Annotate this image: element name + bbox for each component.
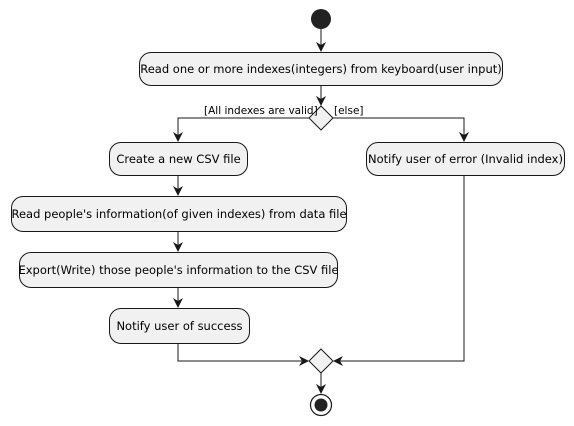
- start-node: [311, 9, 331, 29]
- activity-create-csv-label: Create a new CSV file: [116, 152, 241, 166]
- edge-success-to-merge: [177, 344, 309, 366]
- activity-export-info-label: Export(Write) those people's information…: [18, 263, 339, 277]
- activity-read-indexes-label: Read one or more indexes(integers) from …: [140, 62, 502, 76]
- edge-valid-branch: [173, 117, 309, 142]
- activity-create-csv: Create a new CSV file: [109, 142, 248, 176]
- activity-notify-success: Notify user of success: [109, 308, 250, 344]
- edge-else-branch: [333, 117, 469, 142]
- end-node-outer: [309, 393, 333, 417]
- merge-diamond: [308, 348, 334, 374]
- activity-notify-success-label: Notify user of success: [116, 319, 243, 333]
- activity-notify-error-label: Notify user of error (Invalid index): [368, 152, 563, 166]
- activity-read-info: Read people's information(of given index…: [11, 196, 347, 232]
- guard-else-label: [else]: [334, 105, 364, 117]
- activity-export-info: Export(Write) those people's information…: [18, 252, 339, 288]
- activity-read-info-label: Read people's information(of given index…: [11, 207, 347, 221]
- guard-valid-label: [All indexes are valid]: [204, 105, 318, 117]
- activity-notify-error: Notify user of error (Invalid index): [366, 142, 565, 176]
- activity-read-indexes: Read one or more indexes(integers) from …: [139, 52, 503, 86]
- edge-error-to-merge: [333, 176, 465, 366]
- end-node-inner: [314, 398, 328, 412]
- decision-diamond: [308, 105, 334, 131]
